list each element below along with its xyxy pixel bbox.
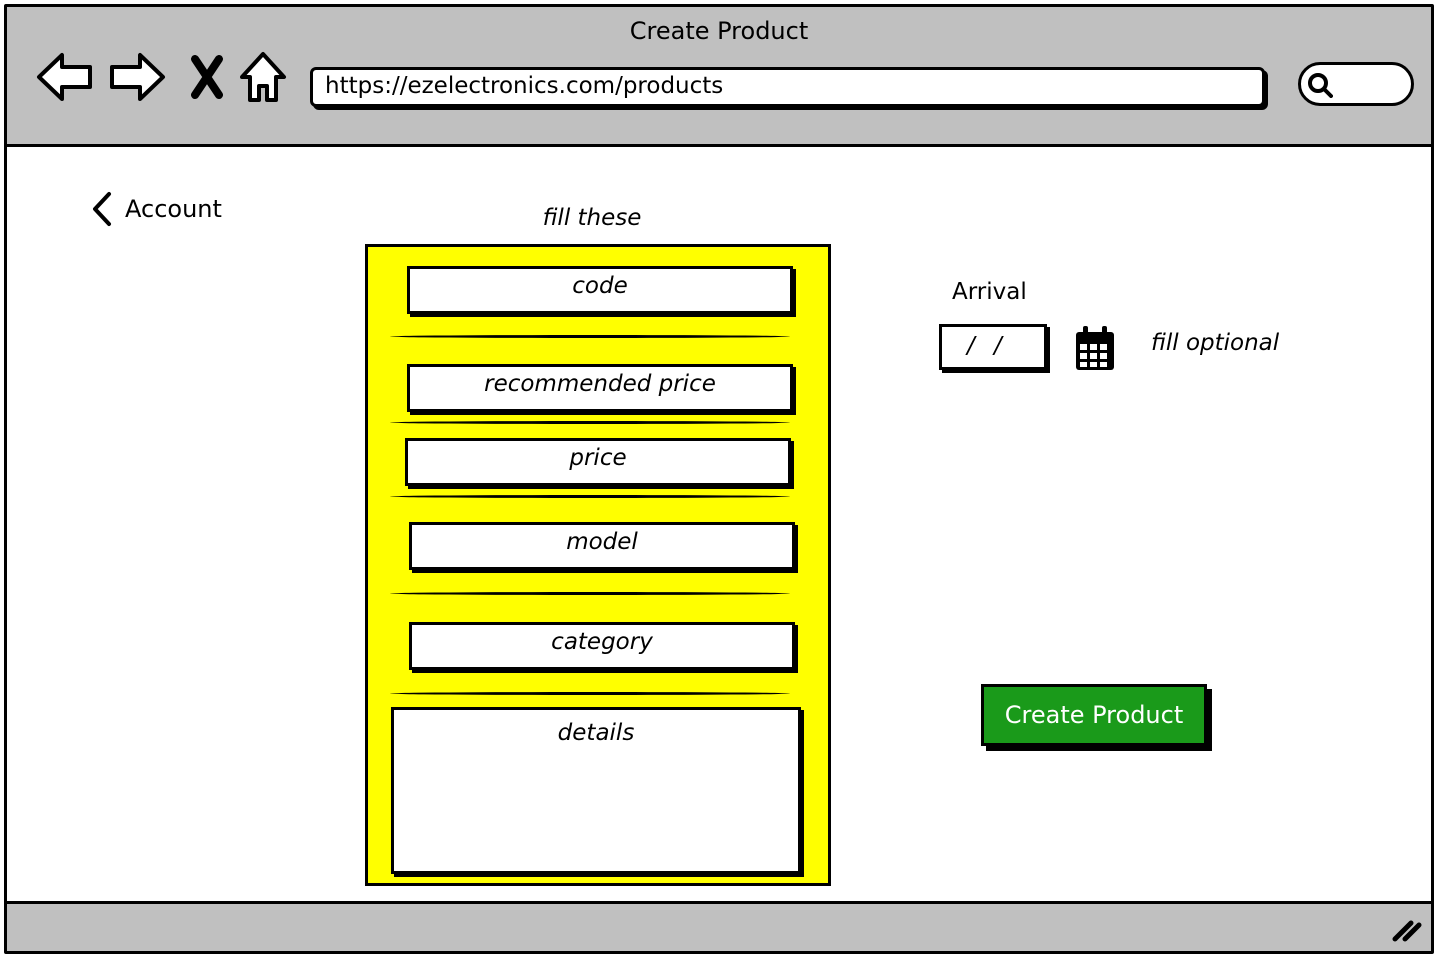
details-textarea[interactable]: details bbox=[391, 707, 801, 874]
close-icon bbox=[191, 55, 223, 99]
model-field-label: model bbox=[566, 529, 638, 555]
code-field-label: code bbox=[572, 273, 628, 299]
details-field-label: details bbox=[557, 720, 635, 746]
search-icon bbox=[1308, 73, 1333, 98]
arrival-label: Arrival bbox=[952, 279, 1027, 305]
product-form-panel: code recommended price price model categ… bbox=[365, 244, 831, 886]
back-arrow-icon bbox=[37, 53, 92, 101]
resize-grip-icon[interactable] bbox=[1391, 915, 1423, 943]
create-product-button[interactable]: Create Product bbox=[981, 684, 1207, 746]
forward-button[interactable] bbox=[107, 47, 167, 107]
address-bar[interactable]: https://ezelectronics.com/products bbox=[310, 67, 1265, 107]
home-button[interactable] bbox=[233, 47, 293, 107]
browser-window: Create Product https://ezelectronics.com… bbox=[4, 4, 1434, 954]
price-field-label: price bbox=[569, 445, 627, 471]
browser-search-box[interactable] bbox=[1298, 62, 1414, 106]
divider bbox=[390, 495, 790, 498]
home-icon bbox=[240, 52, 286, 102]
recommended-price-field-label: recommended price bbox=[484, 371, 716, 397]
page-content: Account fill these code recommended pric… bbox=[7, 147, 1431, 904]
chevron-left-icon bbox=[93, 192, 111, 226]
optional-note: fill optional bbox=[1151, 330, 1280, 356]
window-title: Create Product bbox=[629, 17, 809, 45]
divider bbox=[390, 421, 790, 424]
back-link-label: Account bbox=[125, 195, 222, 223]
category-field-label: category bbox=[551, 629, 653, 655]
arrival-date-value: / / bbox=[967, 333, 1008, 359]
divider bbox=[390, 335, 790, 338]
price-field[interactable]: price bbox=[405, 438, 791, 486]
back-to-account-link[interactable]: Account bbox=[89, 191, 222, 227]
divider bbox=[390, 592, 790, 595]
calendar-icon-glyph bbox=[1076, 326, 1114, 370]
recommended-price-field[interactable]: recommended price bbox=[407, 364, 793, 412]
category-field[interactable]: category bbox=[409, 622, 795, 670]
back-button[interactable] bbox=[35, 47, 95, 107]
status-bar bbox=[7, 901, 1431, 951]
form-caption: fill these bbox=[542, 205, 642, 231]
divider bbox=[390, 692, 790, 695]
stop-button[interactable] bbox=[177, 47, 237, 107]
model-field[interactable]: model bbox=[409, 522, 795, 570]
address-bar-url: https://ezelectronics.com/products bbox=[325, 73, 724, 99]
code-field[interactable]: code bbox=[407, 266, 793, 314]
browser-toolbar: Create Product https://ezelectronics.com… bbox=[7, 7, 1431, 147]
arrival-date-input[interactable]: / / bbox=[939, 324, 1047, 370]
forward-arrow-icon bbox=[110, 53, 165, 101]
calendar-icon[interactable] bbox=[1073, 325, 1117, 373]
